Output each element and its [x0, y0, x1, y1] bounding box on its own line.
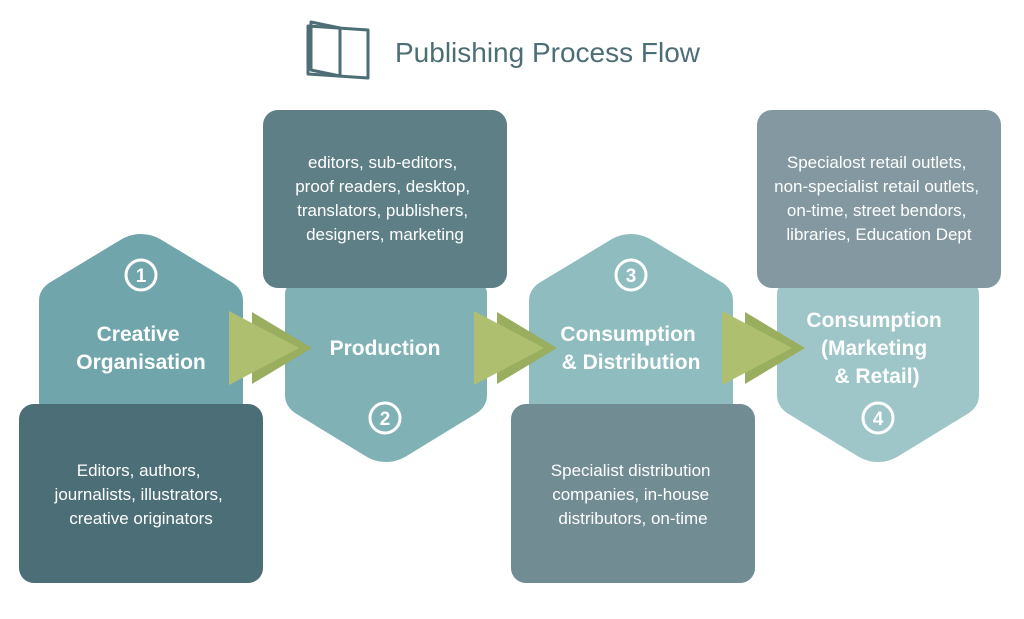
step-4: Specialost retail outlets, non-specialis…: [757, 110, 1001, 462]
step-3-desc-line-1: Specialist distribution: [551, 461, 711, 480]
svg-text:Specialost retail outlets,: Specialost retail outlets, non-specialis…: [774, 153, 984, 244]
step-2-description-box: [263, 110, 507, 288]
arrow-1-to-2: [229, 311, 312, 385]
svg-text:Production: Production: [330, 337, 441, 360]
step-1: 1 Creative Organisation Editors, authors…: [19, 234, 263, 583]
book-icon: [306, 20, 370, 80]
step-1-desc-line-2: journalists, illustrators,: [54, 485, 223, 504]
step-1-desc-line-1: Editors, authors,: [77, 461, 201, 480]
step-3-title-line-1: Consumption: [560, 323, 695, 346]
step-4-title-line-1: Consumption: [806, 309, 941, 332]
step-1-hexagon: [39, 234, 243, 412]
step-1-title-line-2: Organisation: [76, 351, 206, 374]
step-3-hexagon: [529, 234, 733, 412]
step-2: editors, sub-editors, proof readers, des…: [263, 110, 507, 462]
step-4-title-line-3: & Retail): [834, 365, 919, 388]
step-1-description-box: [19, 404, 263, 583]
svg-text:Consumption & Distributi: Consumption & Distribution: [560, 323, 701, 374]
step-3-number: 3: [626, 266, 637, 287]
arrow-2-to-3: [474, 311, 557, 385]
svg-text:Specialist distribution: Specialist distribution companies, in-ho…: [551, 461, 715, 528]
step-3-desc-line-3: distributors, on-time: [558, 509, 707, 528]
page-title: Publishing Process Flow: [395, 37, 701, 68]
step-1-title-line-1: Creative: [97, 323, 180, 346]
arrow-3-to-4: [722, 311, 805, 385]
svg-text:Consumption (Marketing: Consumption (Marketing & Retail): [806, 309, 947, 388]
step-4-hexagon: [777, 284, 979, 462]
step-3-number-badge: 3: [614, 258, 648, 292]
step-2-desc-line-4: designers, marketing: [306, 225, 464, 244]
step-4-desc-line-2: non-specialist retail outlets,: [774, 177, 979, 196]
step-4-desc-line-4: libraries, Education Dept: [786, 225, 971, 244]
step-4-title-line-2: (Marketing: [821, 337, 927, 360]
step-3-title-line-2: & Distribution: [562, 351, 701, 374]
step-2-title-line-1: Production: [330, 337, 441, 360]
step-4-number: 4: [873, 409, 884, 430]
step-2-number: 2: [380, 409, 391, 430]
step-4-description-box: [757, 110, 1001, 288]
step-3-desc-line-2: companies, in-house: [552, 485, 709, 504]
step-2-number-badge: 2: [368, 401, 402, 435]
svg-text:editors, sub-editors, pr: editors, sub-editors, proof readers, des…: [295, 153, 475, 244]
step-3: 3 Consumption & Distribution Specialist …: [511, 234, 755, 583]
step-2-desc-line-2: proof readers, desktop,: [295, 177, 470, 196]
step-3-description-box: [511, 404, 755, 583]
step-1-desc-line-3: creative originators: [69, 509, 213, 528]
step-4-desc-line-1: Specialost retail outlets,: [787, 153, 967, 172]
step-1-number: 1: [136, 266, 147, 287]
step-4-number-badge: 4: [861, 401, 895, 435]
svg-text:Creative Organisation: Creative Organisation: [76, 323, 206, 374]
step-2-hexagon: [285, 284, 487, 462]
step-1-number-badge: 1: [124, 258, 158, 292]
step-2-desc-line-1: editors, sub-editors,: [308, 153, 457, 172]
step-4-desc-line-3: on-time, street bendors,: [787, 201, 967, 220]
step-2-desc-line-3: translators, publishers,: [297, 201, 468, 220]
svg-text:Editors, authors, journa: Editors, authors, journalists, illustrat…: [54, 461, 228, 528]
